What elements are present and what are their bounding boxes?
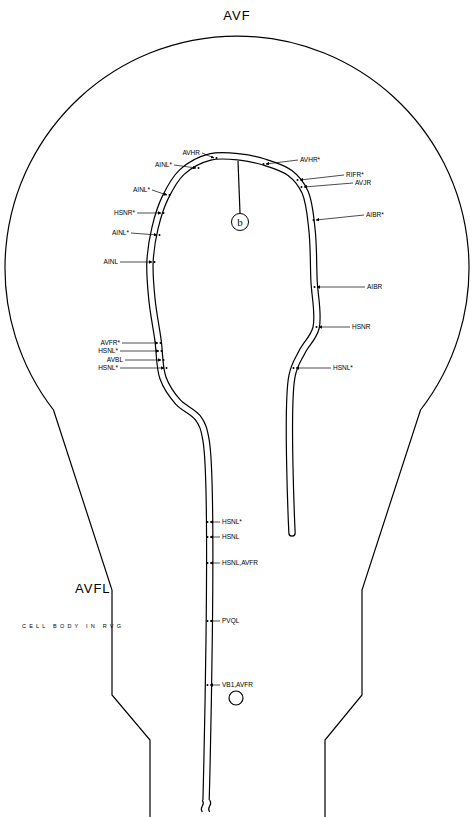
- synapse-partner-label: PVQL: [222, 618, 239, 625]
- leader-arrow: [317, 287, 365, 288]
- leader-arrow: [120, 351, 159, 352]
- synapse-partner-label: AVFR*: [101, 340, 120, 347]
- leader-arrow: [319, 327, 350, 328]
- synapse-dot: [313, 219, 315, 221]
- neurite-process: [150, 156, 317, 803]
- circle-node: b: [231, 213, 249, 231]
- synapse-dot: [293, 367, 295, 369]
- leader-arrow: [120, 368, 164, 369]
- leader-arrow: [296, 368, 331, 369]
- synapse-partner-label: HSNL*: [333, 365, 353, 372]
- synapse-dot: [263, 163, 265, 165]
- synapse-dot: [207, 620, 209, 622]
- synapse-dot: [216, 157, 218, 159]
- synapse-partner-label: AINL: [104, 259, 118, 266]
- synapse-dot: [163, 359, 165, 361]
- leader-arrow: [152, 190, 167, 195]
- synapse-dot: [160, 342, 162, 344]
- synapse-dot: [169, 194, 171, 196]
- synapse-dot: [207, 521, 209, 523]
- leader-arrow: [131, 233, 157, 235]
- synapse-dot: [159, 234, 161, 236]
- synapse-partner-label: AINL*: [112, 230, 129, 237]
- leader-arrow: [174, 165, 196, 168]
- synapse-partner-label: HSNL*: [98, 348, 118, 355]
- synapse-dot: [316, 326, 318, 328]
- synapse-partner-label: AINL*: [133, 187, 150, 194]
- synapse-dot: [301, 186, 303, 188]
- leader-arrow: [210, 563, 220, 564]
- synapse-partner-label: HSNR*: [114, 210, 135, 217]
- synapse-partner-label: AINL*: [155, 162, 172, 169]
- leader-arrow: [125, 360, 161, 361]
- synapse-dot: [207, 536, 209, 538]
- synapse-dot: [161, 350, 163, 352]
- body-outline: [5, 36, 469, 817]
- title: AVF: [223, 9, 250, 22]
- synapse-dot: [314, 286, 316, 288]
- leader-arrow: [266, 160, 298, 164]
- synapse-dot: [198, 167, 200, 169]
- synapse-partner-label: AVHR: [182, 150, 200, 157]
- leader-arrow: [137, 213, 161, 214]
- synapse-dot: [154, 261, 156, 263]
- node-letter: b: [237, 217, 243, 228]
- cut-mark: [201, 800, 210, 812]
- cut-mask: [200, 800, 212, 817]
- leader-arrow: [304, 183, 353, 187]
- cell-label: CELL BODY IN RVG: [22, 624, 124, 630]
- synapse-partner-label: RIFR*: [346, 172, 364, 179]
- synapse-partner-label: AVJR: [355, 180, 371, 187]
- synapse-partner-label: HSNL*: [98, 365, 118, 372]
- synapse-partner-label: HSNL: [222, 534, 239, 541]
- synapse-partner-label: AVHR*: [300, 157, 320, 164]
- leader-arrow: [210, 522, 220, 523]
- synapse-partner-label: AVBL: [107, 357, 123, 364]
- leader-arrow: [316, 215, 364, 220]
- leader-arrow: [122, 343, 158, 344]
- connector-stalk: [238, 161, 240, 213]
- neurite-process-inner: [150, 156, 317, 803]
- synapse-dot: [207, 684, 209, 686]
- synapse-dot: [166, 367, 168, 369]
- synapse-partner-label: HSNL,AVFR: [222, 560, 258, 567]
- leader-arrow: [120, 262, 152, 263]
- synapse-dot: [207, 562, 209, 564]
- leader-arrow: [300, 175, 344, 180]
- synapse-partner-label: VB1,AVFR: [222, 682, 253, 689]
- small-circle: [229, 691, 243, 705]
- leader-arrow: [210, 685, 220, 686]
- synapse-partner-label: AIBR: [367, 284, 382, 291]
- leader-arrow: [210, 537, 220, 538]
- synapse-partner-label: HSNL*: [222, 519, 242, 526]
- leader-arrow: [210, 621, 220, 622]
- synapse-dot: [163, 212, 165, 214]
- synapse-partner-label: HSNR: [352, 324, 370, 331]
- leader-arrow: [202, 153, 214, 158]
- cell-label: AVFL: [75, 582, 111, 595]
- synapse-partner-label: AIBR*: [366, 212, 384, 219]
- synapse-dot: [297, 179, 299, 181]
